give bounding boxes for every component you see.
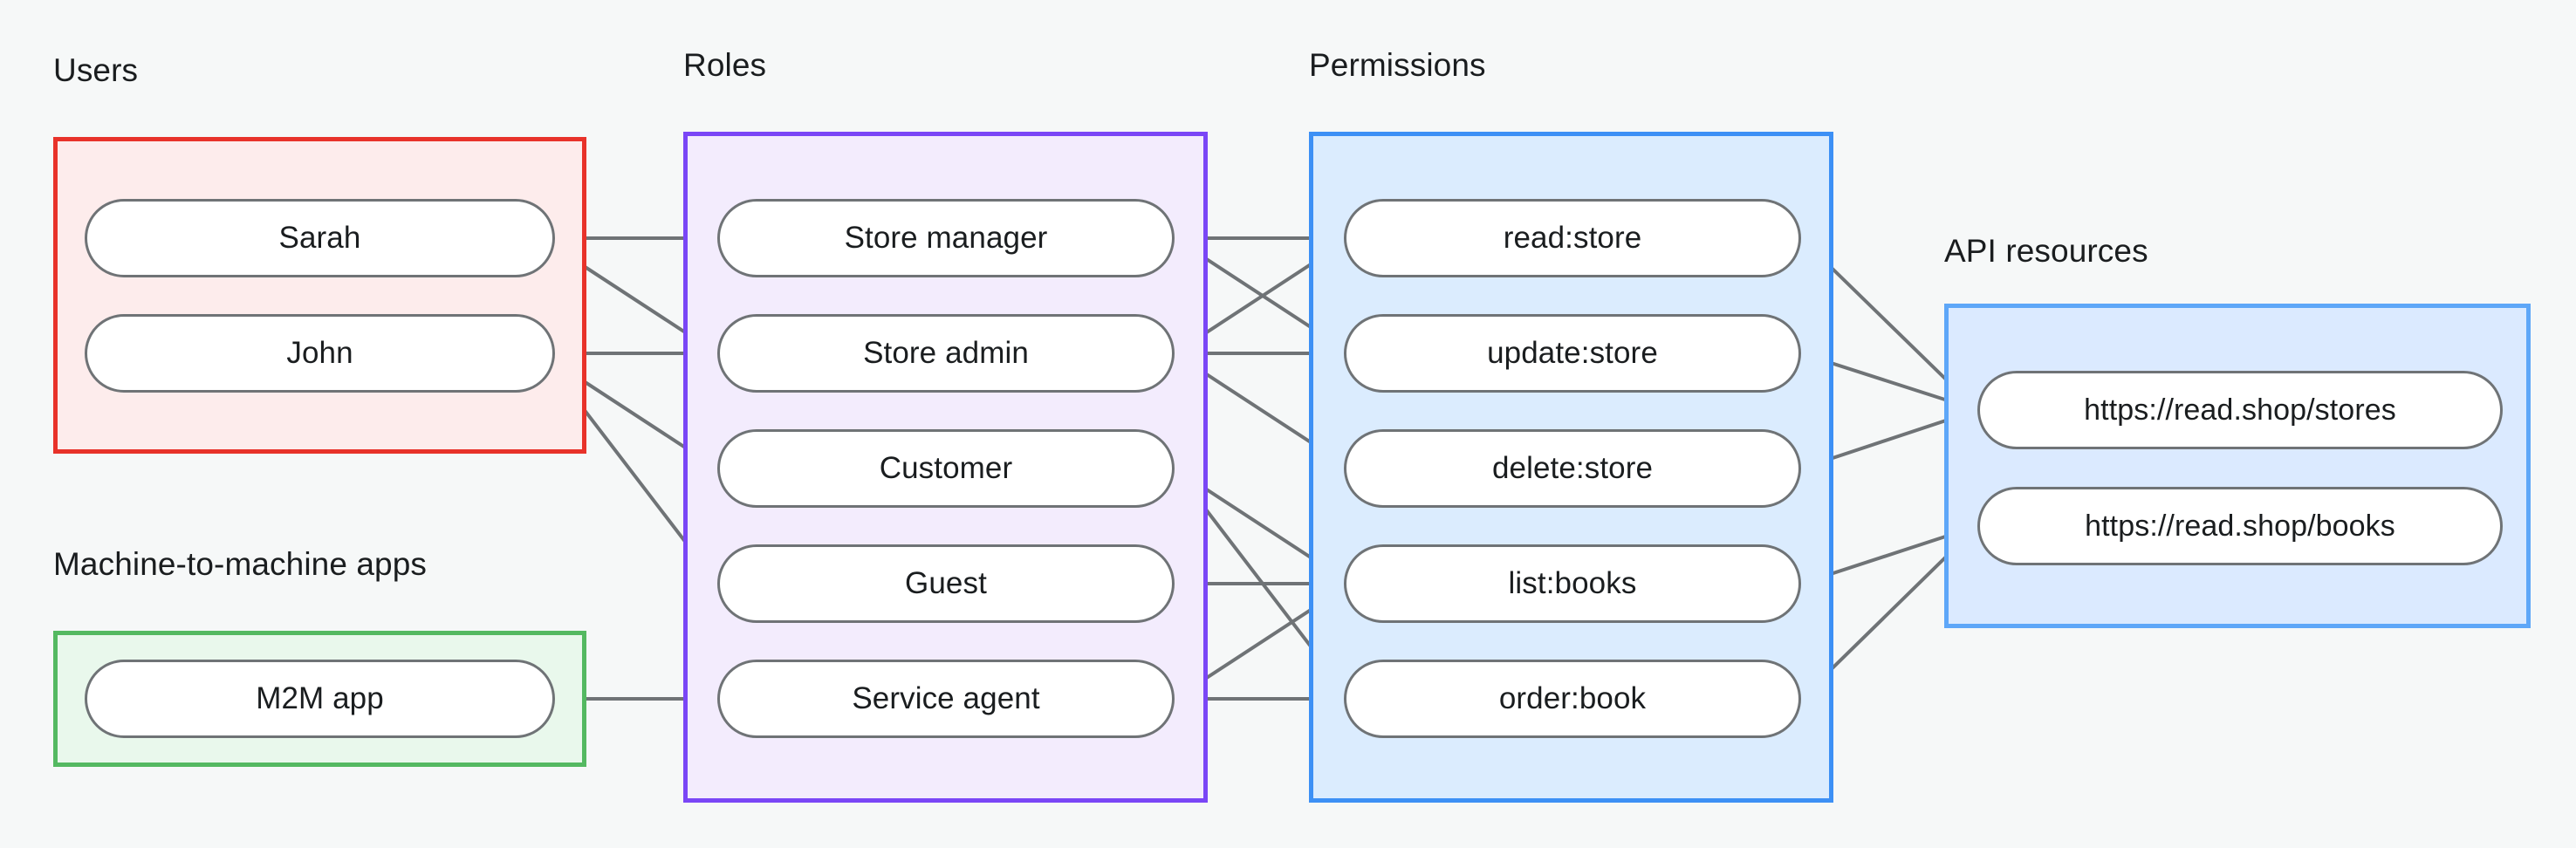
group-users [53, 137, 586, 454]
node-list-books[interactable]: list:books [1344, 544, 1801, 623]
node-john[interactable]: John [85, 314, 555, 393]
node-m2m-app[interactable]: M2M app [85, 660, 555, 738]
node-customer[interactable]: Customer [717, 429, 1175, 508]
node-service-agent[interactable]: Service agent [717, 660, 1175, 738]
node-update-store[interactable]: update:store [1344, 314, 1801, 393]
node-api-resource-stores[interactable]: https://read.shop/stores [1977, 371, 2503, 449]
node-store-admin[interactable]: Store admin [717, 314, 1175, 393]
node-delete-store[interactable]: delete:store [1344, 429, 1801, 508]
node-sarah[interactable]: Sarah [85, 199, 555, 277]
node-order-book[interactable]: order:book [1344, 660, 1801, 738]
group-title-roles: Roles [683, 47, 767, 83]
node-store-manager[interactable]: Store manager [717, 199, 1175, 277]
group-title-users: Users [53, 52, 139, 88]
group-title-permissions: Permissions [1309, 47, 1486, 83]
node-guest[interactable]: Guest [717, 544, 1175, 623]
group-api-resources [1944, 304, 2531, 628]
group-title-api-resources: API resources [1944, 233, 2148, 269]
group-title-m2m: Machine-to-machine apps [53, 546, 428, 582]
node-api-resource-books[interactable]: https://read.shop/books [1977, 487, 2503, 565]
node-read-store[interactable]: read:store [1344, 199, 1801, 277]
